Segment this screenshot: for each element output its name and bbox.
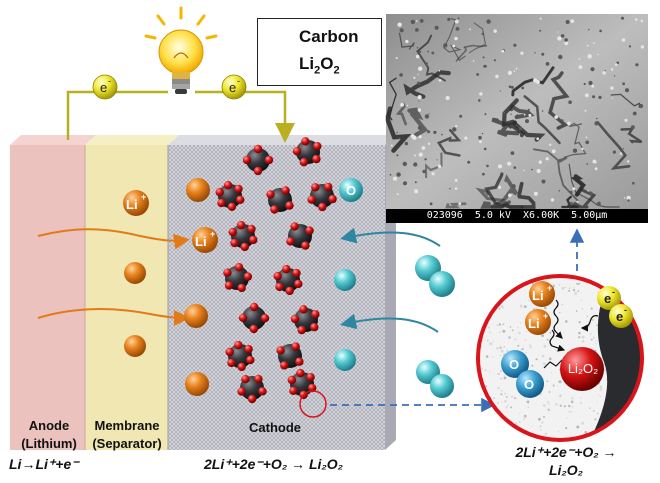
cathode-reaction: 2Li⁺+2e⁻+O₂ → Li₂O₂ [204, 456, 343, 472]
electron-symbol: e [100, 80, 107, 95]
legend-li2o2-sub2: 2 [333, 64, 340, 77]
electron-marker: e - [221, 74, 247, 100]
carbon-particle [273, 264, 303, 296]
anode-subtitle: (Lithium) [21, 436, 77, 451]
carbon-particles [215, 137, 337, 404]
anode-reaction: Li→Li⁺+e⁻ [9, 456, 79, 472]
oxygen-atom [334, 269, 356, 291]
electron-charge: - [624, 305, 627, 315]
carbon-particle [225, 340, 255, 372]
ion-charge: + [210, 229, 215, 239]
lithium-ions [124, 178, 210, 396]
carbon-particle [215, 181, 245, 211]
zoom-reaction-line2: Li₂O₂ [548, 462, 583, 478]
electron-symbol: e [616, 309, 623, 324]
zoom-product-label: Li₂O₂ [567, 361, 599, 376]
legend-carbon-label: Carbon [299, 27, 359, 46]
carbon-particle [290, 305, 320, 335]
membrane-slab [85, 145, 168, 450]
zoom-connector [299, 228, 585, 418]
ion-charge: + [543, 311, 548, 321]
ion-symbol: Li [126, 197, 138, 212]
ion-symbol: Li [532, 288, 544, 303]
legend-li2o2-sub: 2 [314, 64, 321, 77]
carbon-particle [223, 263, 253, 293]
oxygen-atoms: O [334, 178, 363, 371]
membrane-title: Membrane [94, 418, 160, 433]
carbon-particle [292, 137, 322, 167]
oxygen-symbol: O [524, 377, 534, 392]
carbon-particle [237, 374, 267, 404]
carbon-particle [286, 222, 314, 250]
lithium-ion-arrows [37, 228, 190, 326]
external-circuit [66, 90, 295, 143]
ion-symbol: Li [528, 316, 540, 331]
li-ion-labeled: Li + [192, 227, 218, 253]
electron-symbol: e [229, 80, 236, 95]
li-ion [124, 335, 146, 357]
electron-marker: e - [92, 74, 118, 100]
ion-symbol: Li [195, 234, 207, 249]
carbon-particle [276, 342, 304, 370]
sem-info-bar: 023096 5.0 kV X6.00K 5.00µm [386, 209, 648, 223]
zoom-reaction-line1: 2Li⁺+2e⁻+O₂ → [515, 444, 617, 460]
electron-charge: - [237, 76, 240, 86]
legend-li2o2-li: Li [299, 54, 315, 73]
electron-symbol: e [604, 291, 611, 306]
carbon-particle [242, 144, 274, 176]
li-ion [186, 178, 210, 202]
legend-li2o2-label: Li2O2 [299, 54, 340, 76]
oxygen-arrows [340, 227, 441, 333]
li-ion [184, 304, 208, 328]
electron-charge: - [108, 76, 111, 86]
zoom-detail: Li + Li + O O e - e - [476, 274, 644, 442]
electron-charge: - [612, 287, 615, 297]
oxygen-symbol: O [346, 183, 356, 198]
li-ion [185, 372, 209, 396]
light-bulb-icon [144, 6, 218, 94]
carbon-particle [238, 302, 270, 334]
anode-slab [10, 145, 85, 450]
legend-li2o2-o: O [320, 54, 334, 73]
ion-charge: + [141, 192, 146, 202]
ion-charge: + [547, 283, 552, 293]
carbon-particle [266, 186, 294, 214]
li-ion [124, 262, 146, 284]
carbon-particle [307, 182, 337, 212]
o2-molecules [415, 255, 455, 398]
cathode-title: Cathode [249, 420, 301, 435]
li-ion-labeled: Li + [123, 190, 149, 216]
sem-micrograph [385, 14, 648, 210]
membrane-subtitle: (Separator) [92, 436, 162, 451]
carbon-particle [228, 220, 258, 252]
anode-title: Anode [28, 418, 70, 433]
oxygen-symbol: O [509, 357, 519, 372]
legend [257, 18, 382, 86]
oxygen-atom [334, 349, 356, 371]
